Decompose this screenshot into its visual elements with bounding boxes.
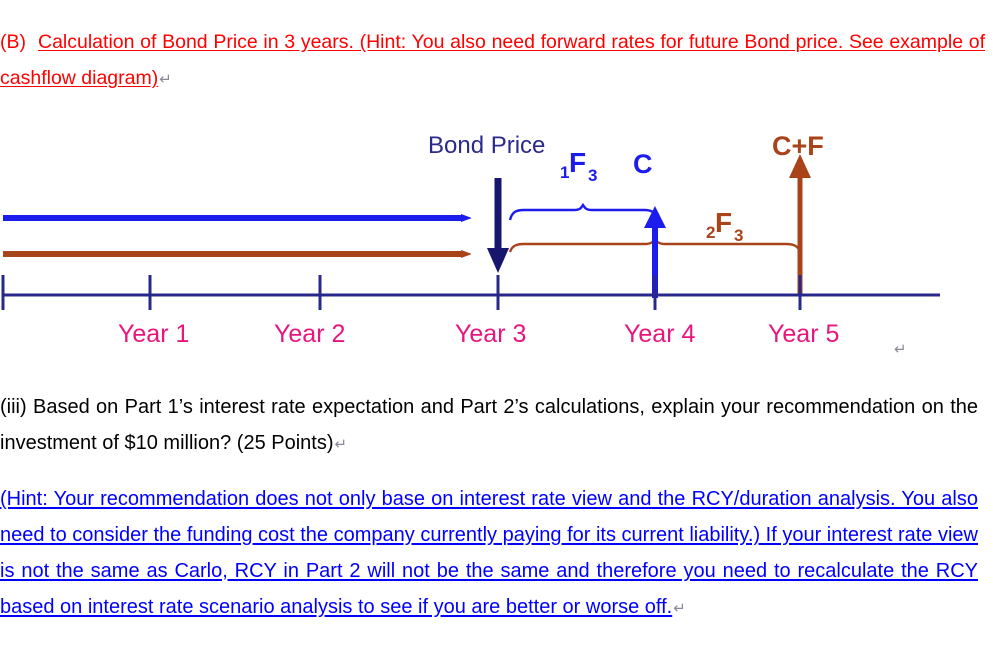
svg-text:F: F bbox=[715, 207, 732, 238]
paragraph-hint: (Hint: Your recommendation does not only… bbox=[0, 481, 978, 626]
paragraph-mark-icon: ↵ bbox=[894, 340, 907, 358]
part-b-label: (B) bbox=[0, 31, 26, 53]
year-label-1: Year 1 bbox=[118, 320, 189, 348]
paragraph-hint-text: (Hint: Your recommendation does not only… bbox=[0, 488, 978, 618]
cashflow-diagram: Bond Price 1 F 3 C 2 F 3 C+F bbox=[0, 110, 993, 380]
forward-rate-1f3-label: 1 F 3 bbox=[560, 147, 597, 185]
svg-text:2: 2 bbox=[706, 223, 715, 242]
paragraph-mark-icon: ↵ bbox=[673, 599, 686, 617]
svg-text:1: 1 bbox=[560, 163, 569, 182]
bond-price-down-arrow bbox=[487, 178, 509, 273]
timeline-ticks bbox=[1, 275, 802, 310]
coupon-plus-face-label: C+F bbox=[772, 131, 824, 161]
paragraph-iii-text: (iii) Based on Part 1’s interest rate ex… bbox=[0, 396, 978, 454]
forward-rate-2f3-label: 2 F 3 bbox=[706, 207, 743, 245]
part-b-text: Calculation of Bond Price in 3 years. (H… bbox=[0, 31, 985, 89]
year-label-3: Year 3 bbox=[455, 320, 526, 348]
year-label-5: Year 5 bbox=[768, 320, 839, 348]
year-label-2: Year 2 bbox=[274, 320, 345, 348]
brace-1f3 bbox=[508, 202, 658, 221]
part-b-heading: (B)Calculation of Bond Price in 3 years.… bbox=[0, 24, 985, 97]
coupon-face-inflow-year5-arrow bbox=[789, 154, 811, 295]
svg-text:F: F bbox=[569, 147, 586, 178]
paragraph-mark-icon: ↵ bbox=[334, 435, 348, 453]
coupon-c-label: C bbox=[633, 149, 653, 179]
bond-price-label: Bond Price bbox=[428, 132, 545, 159]
year-label-4: Year 4 bbox=[624, 320, 695, 348]
paragraph-iii: (iii) Based on Part 1’s interest rate ex… bbox=[0, 389, 978, 462]
svg-text:3: 3 bbox=[734, 226, 743, 245]
svg-text:3: 3 bbox=[588, 166, 597, 185]
paragraph-mark-icon: ↵ bbox=[159, 70, 172, 88]
